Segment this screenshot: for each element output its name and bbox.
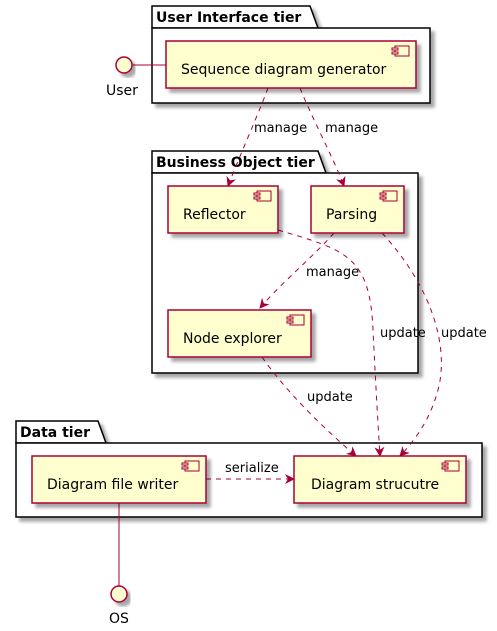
component-parsing[interactable]: Parsing xyxy=(310,185,405,234)
edge-generator-reflector xyxy=(226,87,269,187)
package-title-data: Data tier xyxy=(20,425,90,441)
edge-label-writer-structure: serialize xyxy=(225,461,279,476)
component-icon xyxy=(441,460,460,472)
interface-user[interactable]: User xyxy=(106,56,138,99)
edge-label-gen-reflector: manage xyxy=(254,121,307,136)
component-icon xyxy=(379,190,398,202)
component-label-node-explorer: Node explorer xyxy=(183,331,282,347)
component-diagram-file-writer[interactable]: Diagram file writer xyxy=(31,455,207,504)
component-diagram-structure[interactable]: Diagram strucutre xyxy=(293,455,467,504)
component-reflector[interactable]: Reflector xyxy=(167,185,279,234)
edge-label-parsing-node: manage xyxy=(306,265,359,280)
component-label-reflector: Reflector xyxy=(183,207,246,223)
interface-label-user: User xyxy=(106,83,138,99)
package-title-bo: Business Object tier xyxy=(156,155,315,171)
component-icon xyxy=(286,314,305,326)
edge-label-node-structure: update xyxy=(307,390,353,405)
interface-os[interactable]: OS xyxy=(109,585,129,627)
interface-label-os: OS xyxy=(109,611,129,627)
edge-parsing-node xyxy=(259,232,335,309)
edge-label-gen-parsing: manage xyxy=(325,121,378,136)
edge-label-reflector-structure: update xyxy=(380,326,426,341)
component-icon xyxy=(181,460,200,472)
component-label-parsing: Parsing xyxy=(326,207,377,223)
edge-generator-parsing xyxy=(299,87,346,187)
edges xyxy=(118,64,442,586)
package-title-ui: User Interface tier xyxy=(156,10,301,26)
component-label-generator: Sequence diagram generator xyxy=(181,62,387,78)
edge-label-parsing-structure: update xyxy=(441,326,487,341)
component-sequence-diagram-generator[interactable]: Sequence diagram generator xyxy=(165,40,417,89)
edge-node-structure xyxy=(261,356,357,457)
component-label-file-writer: Diagram file writer xyxy=(47,477,179,493)
edge-reflector-structure xyxy=(277,229,385,457)
component-node-explorer[interactable]: Node explorer xyxy=(167,309,312,358)
component-icon xyxy=(253,190,272,202)
component-label-structure: Diagram strucutre xyxy=(311,477,439,493)
component-icon xyxy=(391,45,410,57)
edge-parsing-structure xyxy=(381,232,442,457)
